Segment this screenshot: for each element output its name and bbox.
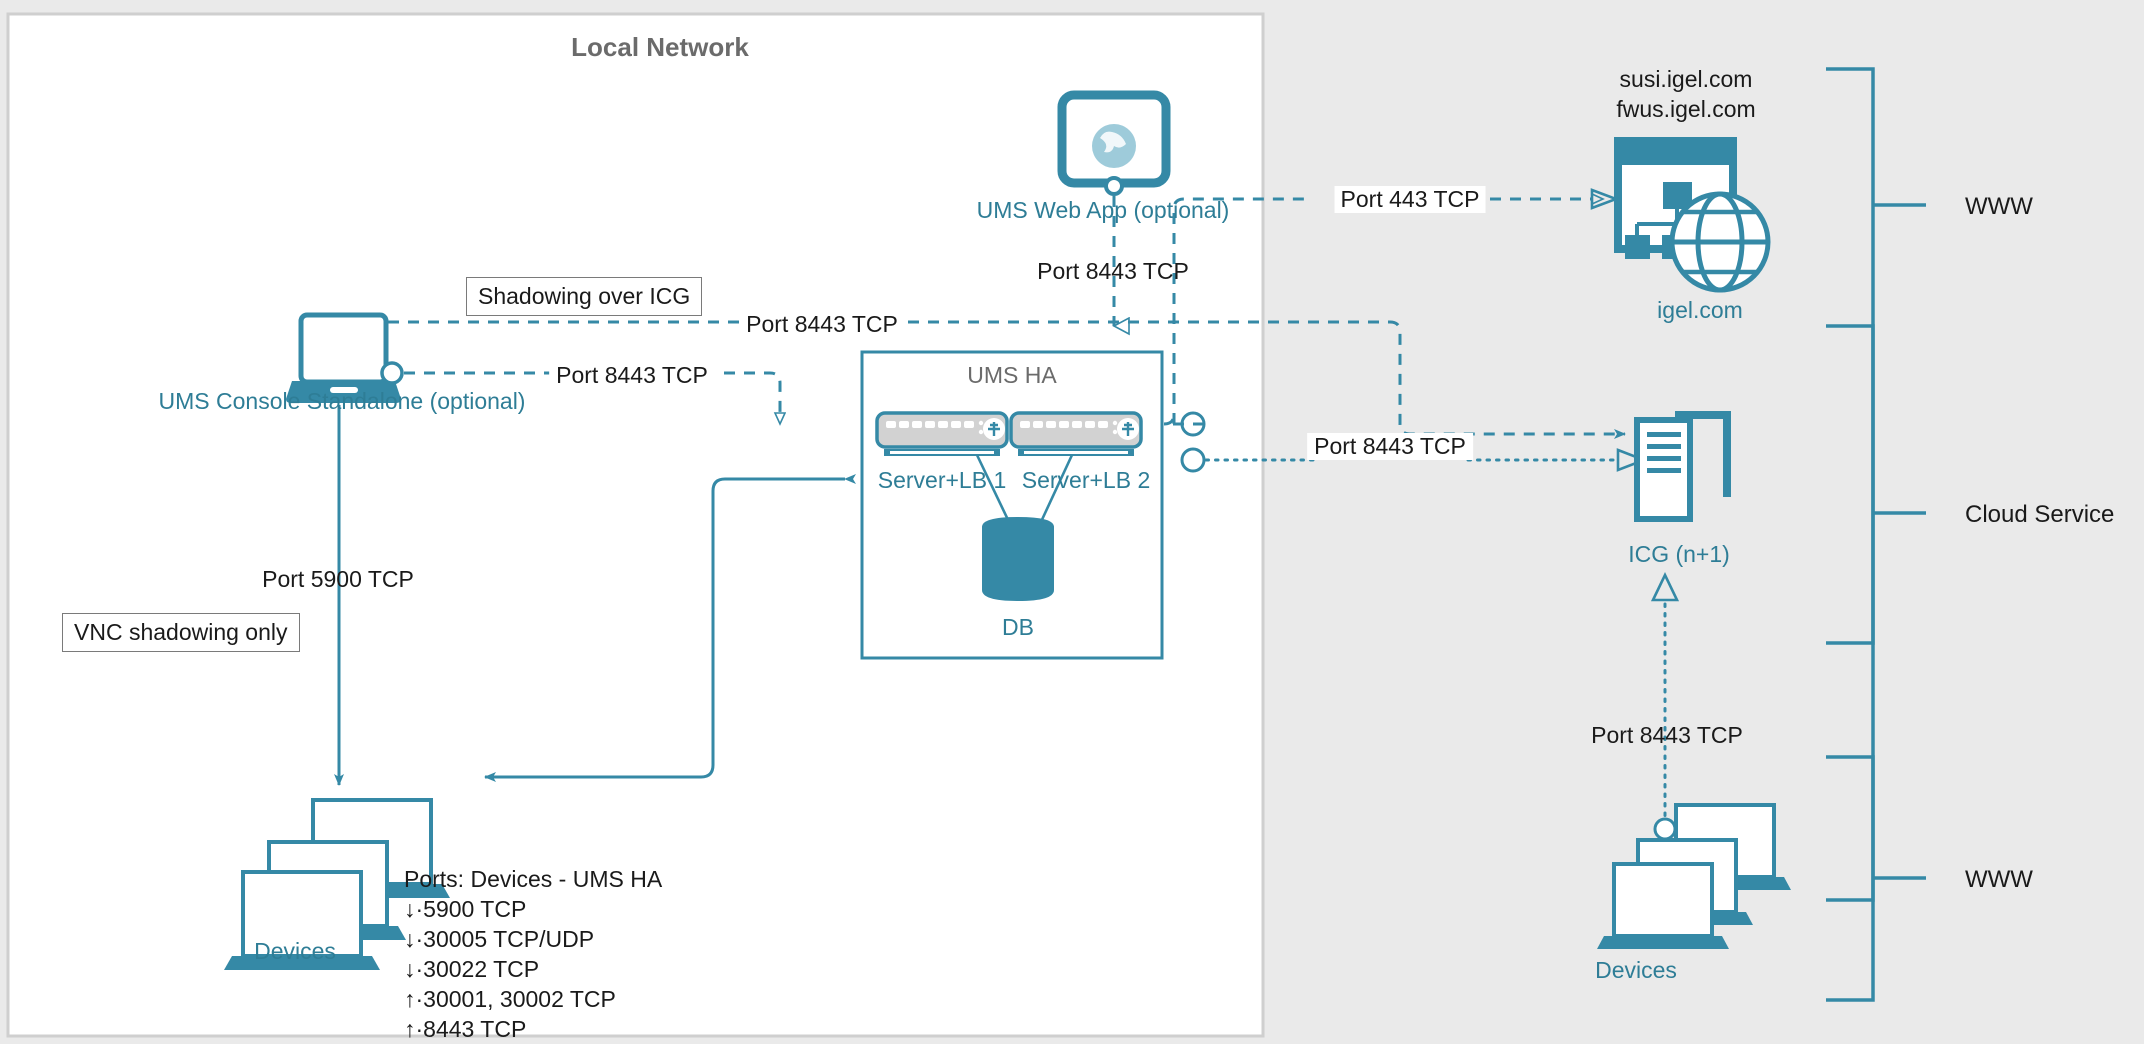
bracket-www-bottom: [1826, 755, 1926, 1002]
zone-label-www-bottom: WWW: [1965, 866, 2033, 893]
annotation-vnc-shadowing-only: VNC shadowing only: [62, 613, 300, 652]
laptops-stack-icon-remote: [1597, 803, 1791, 949]
zone-label-cloud-service: Cloud Service: [1965, 501, 2115, 528]
bracket-www-top: [1826, 67, 1926, 645]
server-appliance-icon-2: [1009, 411, 1143, 456]
link-server2-to-db: [1038, 454, 1074, 525]
zone-label-www-top: WWW: [1965, 193, 2033, 220]
link-server1-to-db: [975, 454, 1012, 525]
label-webapp-to-igelcom: Port 443 TCP: [1334, 186, 1486, 214]
browser-globe-icon: [1057, 90, 1171, 196]
label-console-to-umsha: Port 8443 TCP: [549, 362, 715, 390]
label-console-to-icg: Port 8443 TCP: [739, 311, 905, 339]
link-console-to-umsha: [404, 371, 780, 413]
website-network-globe-icon: [1614, 137, 1771, 293]
arrowhead-umsha-icg: [1616, 448, 1648, 472]
ports-note-line-1: ↓·5900 TCP: [404, 896, 527, 922]
laptop-icon: [286, 312, 404, 403]
gateway-server-icon: [1634, 411, 1731, 522]
port-ring-umsha-lower: [1180, 447, 1206, 473]
devices-local-label: Devices: [254, 938, 336, 964]
label-remotedevices-to-icg: Port 8443 TCP: [1591, 722, 1743, 748]
arrowhead-remotedevices-icg: [1650, 571, 1680, 602]
link-webapp-to-igelcom: [1172, 197, 1306, 424]
ums-ha-label: UMS HA: [967, 362, 1057, 388]
ums-ha-boundary: [860, 350, 1164, 660]
ports-note-line-5: ↑·8443 TCP: [404, 1016, 527, 1042]
igel-com-label: igel.com: [1657, 297, 1743, 323]
bracket-cloud-service: [1826, 324, 1926, 902]
ums-console-label: UMS Console Standalone (optional): [158, 388, 526, 414]
link-ring-upper-stub: [1163, 413, 1204, 426]
label-console-to-devices: Port 5900 TCP: [262, 566, 414, 592]
link-umsha-devices-bidir: [484, 474, 856, 782]
server-lb-2-label: Server+LB 2: [1021, 467, 1151, 493]
server-lb-1-label: Server+LB 1: [877, 467, 1007, 493]
label-umsha-to-icg: Port 8443 TCP: [1307, 433, 1473, 461]
icg-label: ICG (n+1): [1628, 541, 1730, 567]
ports-note-line-4: ↑·30001, 30002 TCP: [404, 986, 616, 1012]
ports-note-title: Ports: Devices - UMS HA: [404, 866, 663, 892]
port-ring-remote-devices: [1653, 817, 1677, 841]
db-label: DB: [1002, 614, 1034, 640]
database-cylinder-icon: [982, 517, 1054, 601]
igel-host-susi: susi.igel.com: [1619, 66, 1753, 92]
local-network-title: Local Network: [571, 32, 749, 62]
ports-note-line-3: ↓·30022 TCP: [404, 956, 540, 982]
label-webapp-to-umsha: Port 8443 TCP: [1037, 258, 1189, 284]
laptops-stack-icon-local: [224, 798, 450, 970]
ums-web-app-label: UMS Web App (optional): [976, 197, 1230, 223]
igel-host-fwus: fwus.igel.com: [1616, 96, 1756, 122]
devices-remote-label: Devices: [1595, 957, 1677, 983]
server-appliance-icon-1: [875, 411, 1009, 456]
annotation-shadowing-over-icg: Shadowing over ICG: [466, 277, 703, 316]
ports-note-line-2: ↓·30005 TCP/UDP: [404, 926, 595, 952]
arrowhead-webapp-igelcom: [1590, 188, 1620, 210]
